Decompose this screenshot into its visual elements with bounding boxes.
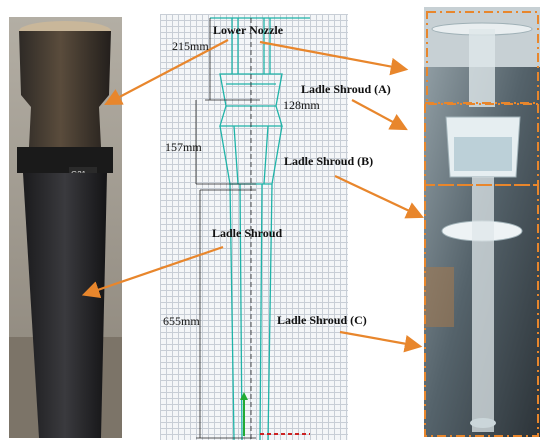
ladle-shroud-photo: G21 xyxy=(9,17,122,438)
label-ladle-shroud: Ladle Shroud xyxy=(212,226,283,240)
shroud-c-tube xyxy=(472,177,494,432)
cad-drawing-outline xyxy=(195,17,310,440)
shroud-tube xyxy=(23,173,107,438)
dimension-157mm: 157mm xyxy=(165,140,202,154)
ladle-shroud-photo-drawing: G21 xyxy=(9,17,122,438)
dimension-128mm: 128mm xyxy=(283,98,320,112)
label-ladle-shroud-c: Ladle Shroud (C) xyxy=(277,313,367,327)
label-ladle-shroud-a: Ladle Shroud (A) xyxy=(301,82,391,96)
arrow-shroud-c xyxy=(339,330,423,353)
water-model-photo-drawing xyxy=(424,7,540,437)
dashed-box-b xyxy=(424,102,539,186)
arrow-shroud-a xyxy=(351,99,408,131)
dashed-box-c xyxy=(424,184,539,437)
arrow-to-photo-top xyxy=(104,39,229,106)
arrow-lower-nozzle xyxy=(259,40,409,76)
label-ladle-shroud-b: Ladle Shroud (B) xyxy=(284,154,374,168)
arrow-shroud-b xyxy=(334,175,424,219)
shroud-collar xyxy=(19,31,111,147)
dimension-215mm: 215mm xyxy=(172,39,209,53)
cad-drawing xyxy=(160,14,348,440)
arrow-ladle-shroud xyxy=(81,245,224,299)
label-lower-nozzle: Lower Nozzle xyxy=(213,23,284,37)
dimension-655mm: 655mm xyxy=(163,314,200,328)
dashed-box-a xyxy=(426,11,539,105)
water-model-photo xyxy=(424,7,540,437)
